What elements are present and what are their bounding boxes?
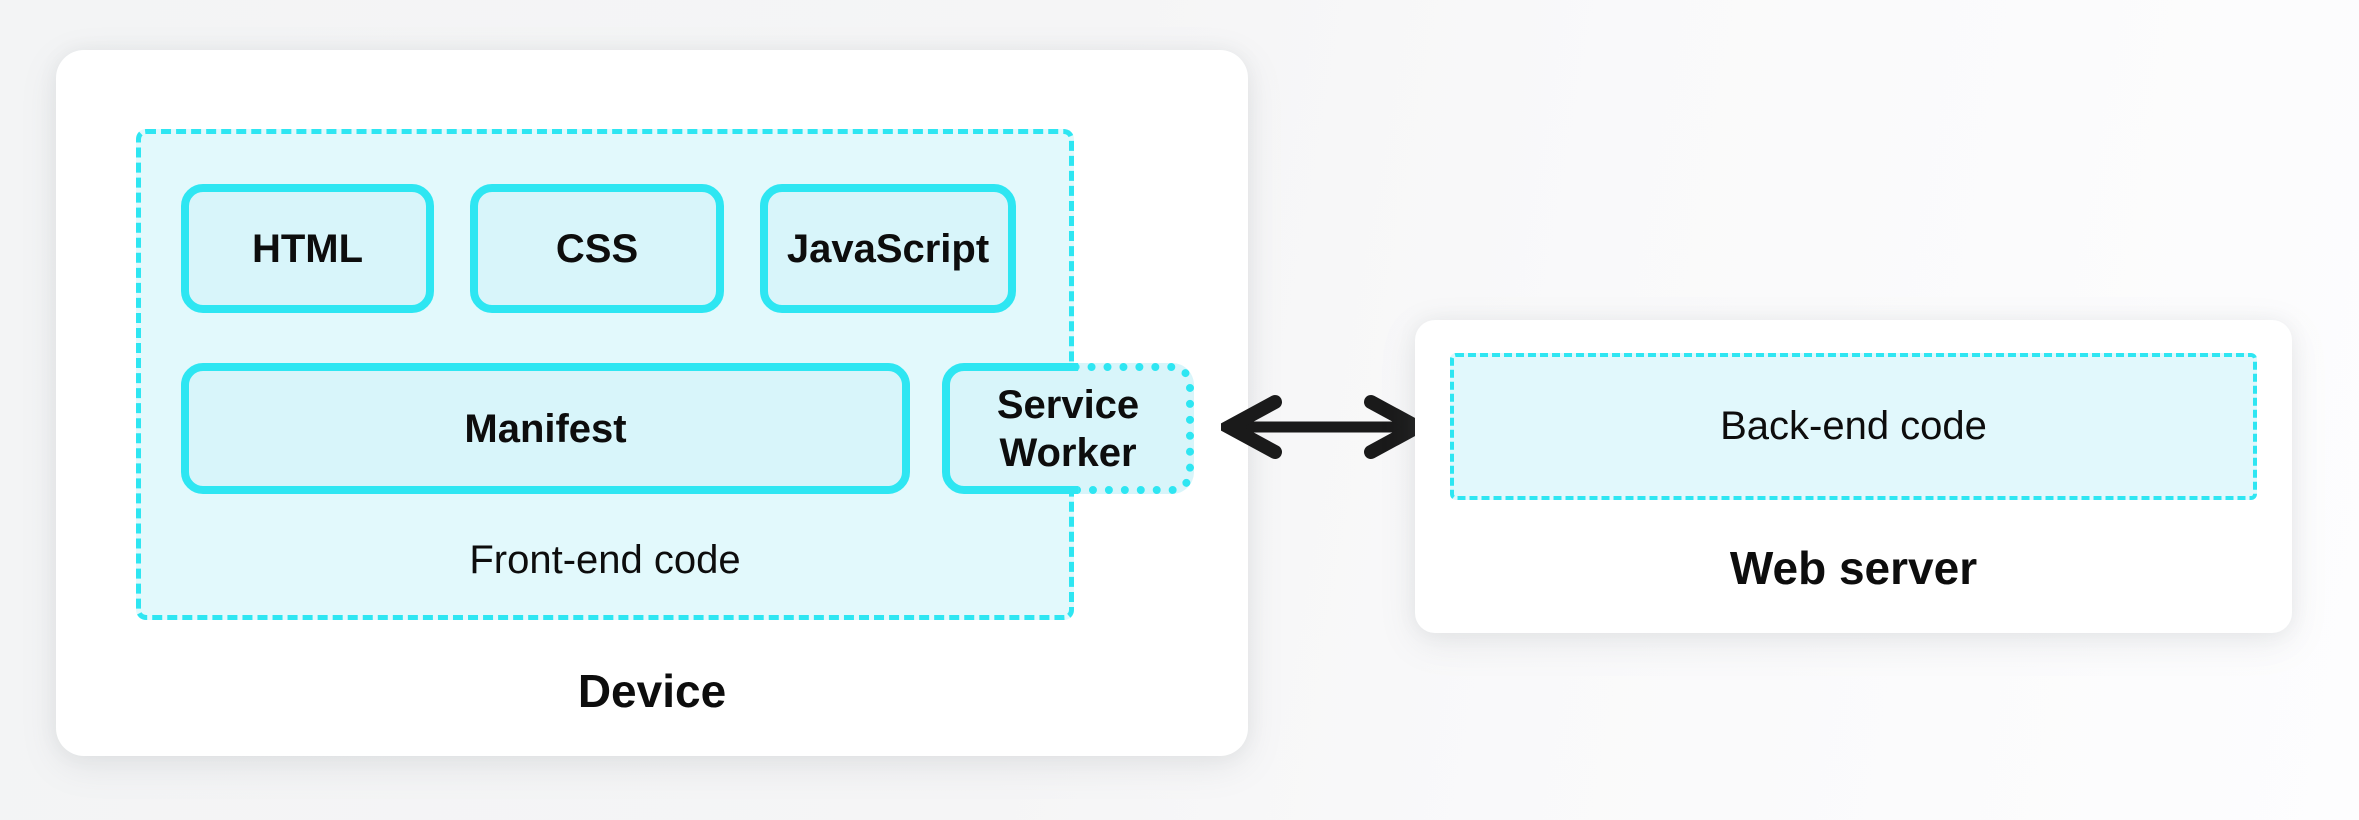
bidirectional-arrow-icon xyxy=(1214,395,1432,459)
html-block: HTML xyxy=(181,184,434,313)
service-worker-block-label: Service Worker xyxy=(996,382,1140,475)
backend-code-box: Back-end code xyxy=(1450,353,2257,500)
frontend-code-container: HTML CSS JavaScript Manifest Service Wor… xyxy=(136,129,1194,620)
frontend-code-caption: Front-end code xyxy=(469,538,741,582)
device-panel-title: Device xyxy=(577,665,727,717)
device-server-connector xyxy=(1214,377,1432,477)
backend-code-caption: Back-end code xyxy=(1720,404,1987,448)
service-worker-block: Service Worker xyxy=(942,363,1194,494)
web-server-panel: Back-end code Web server xyxy=(1415,320,2292,633)
web-server-panel-title: Web server xyxy=(1729,542,1978,594)
manifest-block: Manifest xyxy=(181,363,910,494)
css-block-label: CSS xyxy=(555,226,639,271)
html-block-label: HTML xyxy=(251,226,364,271)
device-panel: HTML CSS JavaScript Manifest Service Wor… xyxy=(56,50,1248,756)
manifest-block-label: Manifest xyxy=(464,406,627,451)
javascript-block-label: JavaScript xyxy=(786,226,990,271)
css-block: CSS xyxy=(470,184,724,313)
javascript-block: JavaScript xyxy=(760,184,1016,313)
